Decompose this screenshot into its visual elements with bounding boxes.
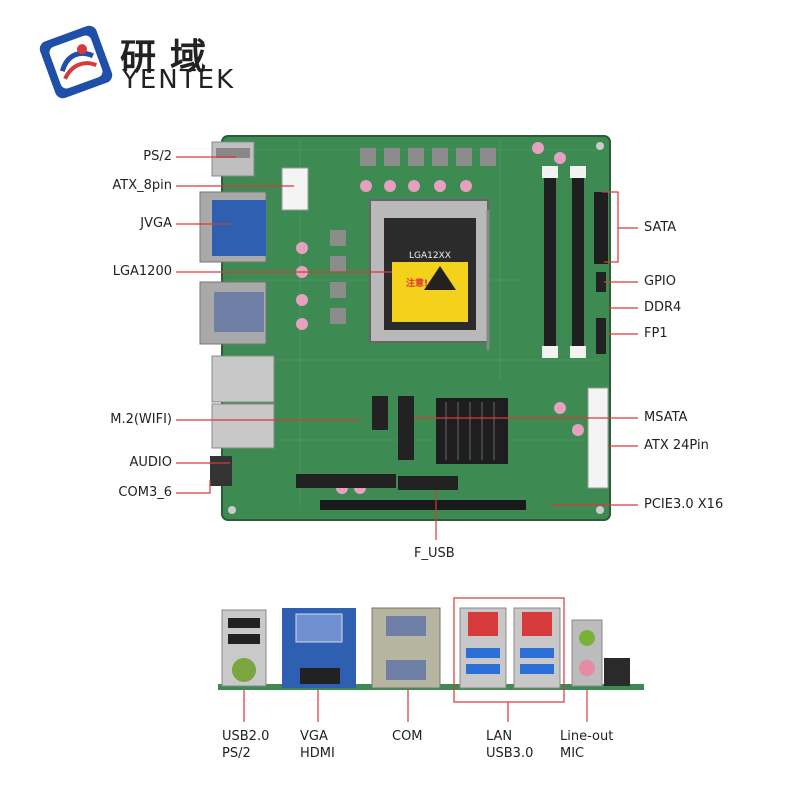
io-label-line2: PS/2 [222, 746, 251, 761]
yentek-logo-icon [39, 25, 113, 99]
label-pcie-x16: PCIE3.0 X16 [644, 497, 724, 512]
io-label-audio: Line-out MIC [560, 728, 613, 762]
socket-text: LGA12XX [409, 251, 451, 261]
label-f-usb: F_USB [414, 546, 455, 561]
audio-jack-block [210, 456, 232, 486]
atx-24pin-connector [587, 387, 609, 489]
lan-port-2 [211, 403, 275, 449]
f-usb-header [398, 476, 458, 490]
lan-port-1 [211, 355, 275, 403]
fp1-header [596, 318, 606, 354]
label-msata: MSATA [644, 410, 688, 425]
io-label-line2: MIC [560, 746, 585, 761]
brand-name-cn: 研域 [120, 36, 221, 78]
callout-lines [176, 156, 638, 540]
io-label-line1: LAN [486, 729, 513, 744]
label-ps2: PS/2 [143, 149, 172, 164]
io-label-line1: Line-out [560, 729, 614, 744]
io-panel [218, 597, 644, 722]
sata-ports [594, 192, 608, 264]
label-ddr4: DDR4 [644, 300, 682, 315]
io-label-lan-usb3: LAN USB3.0 [486, 728, 533, 762]
io-label-com: COM [392, 728, 423, 745]
io-label-vga-hdmi: VGA HDMI [300, 728, 335, 762]
vga-hdmi-stack [282, 608, 356, 688]
label-m2-wifi: M.2(WIFI) [110, 412, 172, 427]
label-audio: AUDIO [129, 455, 173, 470]
audio-jacks [571, 619, 630, 687]
io-label-line1: VGA [300, 729, 328, 744]
io-label-usb2-ps2: USB2.0 PS/2 [222, 728, 269, 762]
io-label-line2: HDMI [300, 746, 335, 761]
lan-usb3-stack [453, 597, 565, 703]
label-lga1200: LGA1200 [112, 264, 172, 279]
pcie-x16-slot [320, 500, 526, 510]
m2-wifi-slot [372, 396, 388, 430]
com-connector [199, 281, 267, 345]
lga1200-socket: LGA12XX 注意! [369, 199, 490, 350]
label-atx-8pin: ATX_8pin [112, 178, 172, 193]
label-fp1: FP1 [644, 326, 668, 341]
com3-6-header [296, 474, 396, 488]
label-atx-24pin: ATX 24Pin [644, 438, 709, 453]
ddr4-slots [542, 166, 586, 358]
ps2-connector [211, 141, 255, 177]
io-label-line1: USB2.0 [222, 729, 270, 744]
usb2-ps2-stack [221, 609, 267, 687]
io-label-line2: USB3.0 [486, 746, 534, 761]
warning-text: 注意! [406, 277, 428, 289]
io-label-line1: COM [392, 729, 423, 744]
msata-slot [398, 396, 414, 460]
atx-8pin-connector [281, 167, 309, 211]
gpio-header [596, 272, 606, 292]
brand-name-en: YENTEK [122, 65, 236, 95]
label-gpio: GPIO [644, 274, 676, 289]
jvga-connector [199, 191, 267, 263]
label-sata: SATA [644, 220, 677, 235]
vrm-components [330, 148, 496, 324]
label-jvga: JVGA [140, 216, 172, 231]
chipset-heatsink [436, 398, 508, 464]
io-callout-lines [243, 690, 588, 722]
com-stack [371, 607, 441, 689]
label-com3-6: COM3_6 [118, 485, 172, 500]
